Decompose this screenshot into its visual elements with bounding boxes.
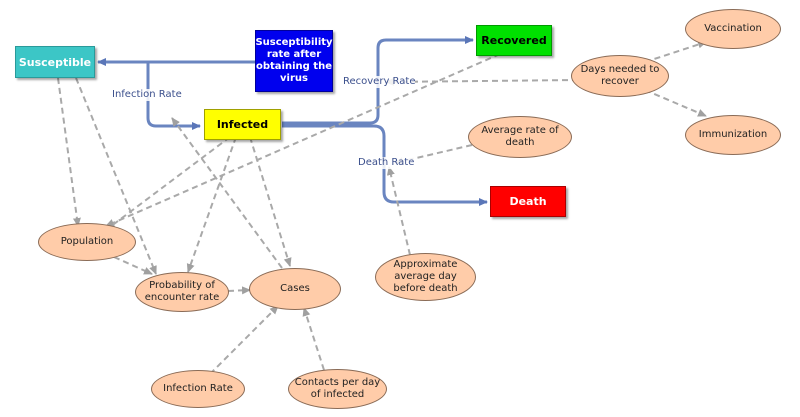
stock-susceptibility-rate[interactable]: Susceptibility rate after obtaining the … xyxy=(255,30,333,92)
stock-death[interactable]: Death xyxy=(490,186,566,217)
link-infected-to-population xyxy=(105,136,231,231)
link-days-to-recovery xyxy=(385,77,579,86)
var-approximate-average-day-before-death[interactable]: Approximate average day before death xyxy=(375,253,476,301)
flow-label-recovery-rate: Recovery Rate xyxy=(343,76,416,88)
link-contacts-to-cases xyxy=(302,307,325,371)
var-vaccination[interactable]: Vaccination xyxy=(685,9,781,49)
flow-infection xyxy=(146,62,201,130)
link-days-to-vaccination xyxy=(644,40,707,63)
link-recovered-to-population xyxy=(105,53,501,227)
link-infectionratevar-to-cases xyxy=(209,305,279,375)
link-susceptible-to-probability xyxy=(75,77,157,275)
link-probability-to-cases xyxy=(227,286,251,295)
stock-infected[interactable]: Infected xyxy=(204,109,281,140)
var-probability-of-encounter-rate[interactable]: Probability of encounter rate xyxy=(135,272,229,312)
link-infected-to-probability xyxy=(186,136,237,273)
stock-susceptible[interactable]: Susceptible xyxy=(15,46,95,78)
var-days-needed-to-recover[interactable]: Days needed to recover xyxy=(571,55,669,97)
var-contacts-per-day-of-infected[interactable]: Contacts per day of infected xyxy=(288,369,387,409)
stock-recovered-label: Recovered xyxy=(481,34,547,47)
stock-death-label: Death xyxy=(509,195,547,208)
link-days-to-immunization xyxy=(644,89,707,117)
link-population-to-probability xyxy=(113,256,153,275)
link-cases-to-infectionrate xyxy=(171,117,283,269)
stock-infected-label: Infected xyxy=(216,118,269,131)
link-susceptible-to-population xyxy=(57,77,81,227)
var-population[interactable]: Population xyxy=(38,223,136,261)
var-cases[interactable]: Cases xyxy=(249,268,341,310)
flow-label-infection-rate: Infection Rate xyxy=(112,89,182,101)
var-infection-rate[interactable]: Infection Rate xyxy=(151,370,245,408)
stock-susceptible-label: Susceptible xyxy=(18,55,92,69)
stock-recovered[interactable]: Recovered xyxy=(476,25,552,56)
link-approx-to-deathrate xyxy=(386,166,411,256)
var-immunization[interactable]: Immunization xyxy=(685,115,781,155)
var-average-rate-of-death[interactable]: Average rate of death xyxy=(468,116,572,158)
link-infected-to-cases xyxy=(249,136,292,267)
flow-label-death-rate: Death Rate xyxy=(358,157,415,169)
stock-susceptibility-rate-label: Susceptibility rate after obtaining the … xyxy=(255,37,333,84)
